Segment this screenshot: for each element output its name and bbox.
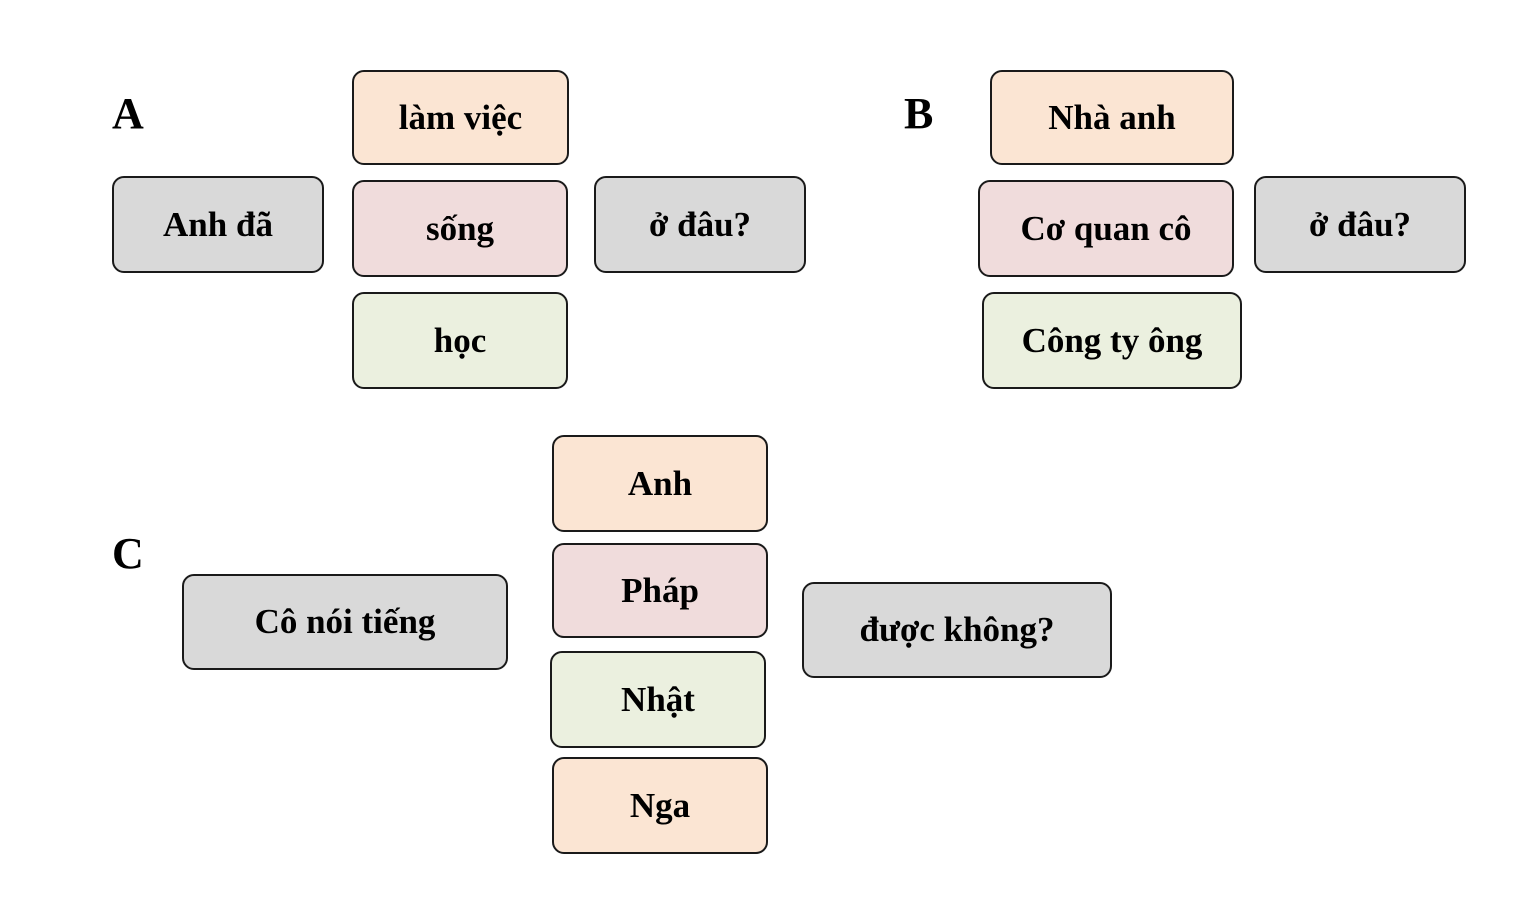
section-b-label: B xyxy=(904,89,934,138)
section-a-option-song: sống xyxy=(352,180,568,277)
section-c-sentence-start: Cô nói tiếng xyxy=(182,574,508,670)
section-b-option-nha-anh: Nhà anh xyxy=(990,70,1234,165)
section-b-option-cong-ty-ong: Công ty ông xyxy=(982,292,1242,389)
section-c-option-nga: Nga xyxy=(552,757,768,854)
section-a-option-lam-viec: làm việc xyxy=(352,70,569,165)
section-a-sentence-start: Anh đã xyxy=(112,176,324,273)
section-a-sentence-end: ở đâu? xyxy=(594,176,806,273)
section-c-option-nhat: Nhật xyxy=(550,651,766,748)
section-c-option-anh: Anh xyxy=(552,435,768,532)
section-c-sentence-end: được không? xyxy=(802,582,1112,678)
section-b-sentence-end: ở đâu? xyxy=(1254,176,1466,273)
section-c-label: C xyxy=(112,529,144,578)
section-a-label: A xyxy=(112,89,144,138)
section-a-option-hoc: học xyxy=(352,292,568,389)
section-b-option-co-quan-co: Cơ quan cô xyxy=(978,180,1234,277)
section-c-option-phap: Pháp xyxy=(552,543,768,638)
